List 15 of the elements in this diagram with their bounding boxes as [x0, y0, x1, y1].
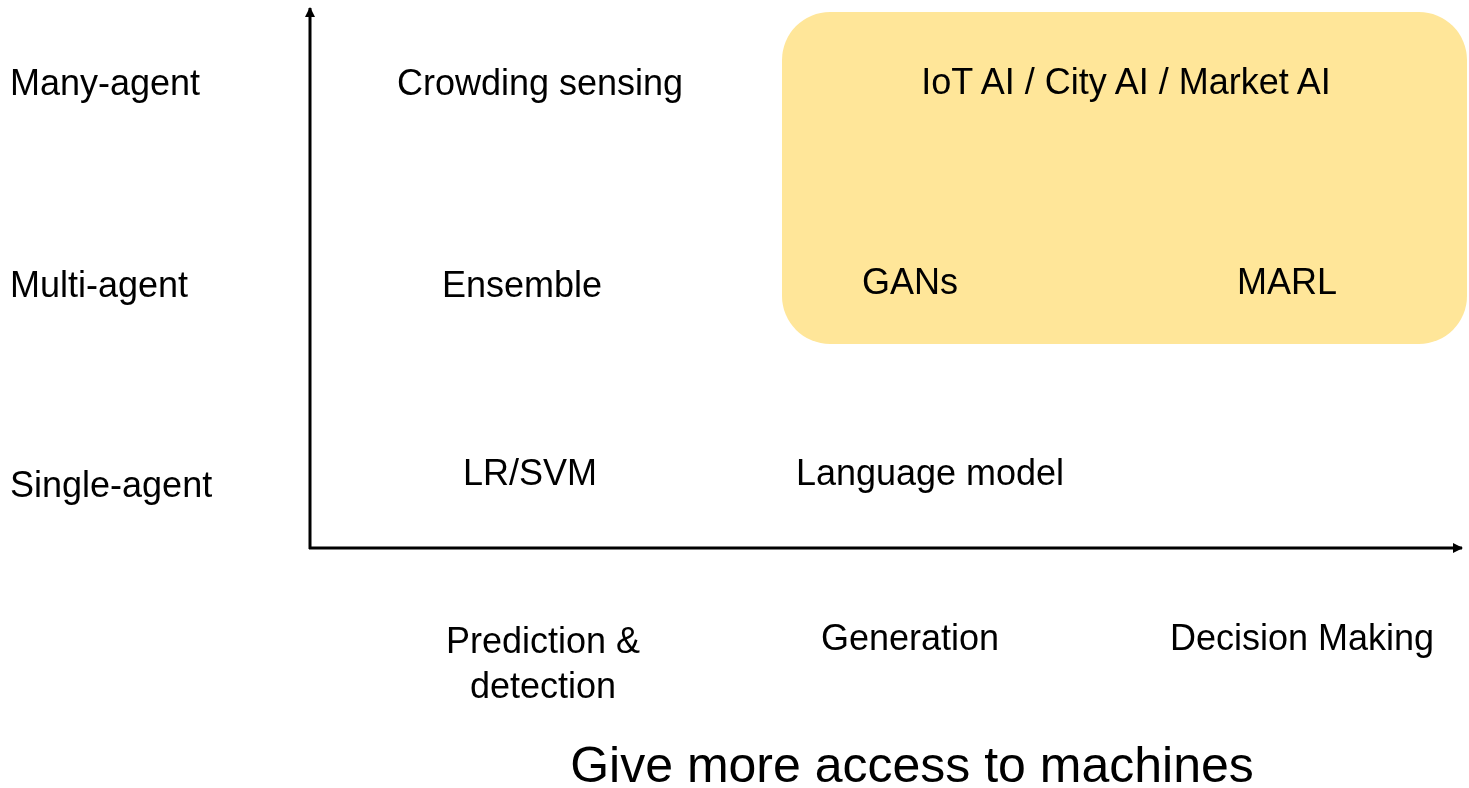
region-label: MARL: [1237, 261, 1337, 303]
cell-text: Language model: [794, 450, 1066, 495]
cell-text: LR/SVM: [461, 450, 598, 495]
cell-text: Ensemble: [440, 262, 604, 307]
row-label: Many-agent: [10, 60, 202, 105]
column-label: Generation: [819, 615, 1001, 660]
region-label: GANs: [862, 261, 958, 303]
row-label: Single-agent: [10, 462, 214, 507]
column-label: Decision Making: [1168, 615, 1436, 660]
row-label: Multi-agent: [10, 262, 190, 307]
highlight-region: [782, 12, 1467, 344]
cell-text: Crowding sensing: [395, 60, 685, 105]
axis-title: Give more access to machines: [569, 735, 1255, 788]
region-label: IoT AI / City AI / Market AI: [921, 61, 1331, 103]
column-label: Prediction & detection: [444, 619, 642, 708]
